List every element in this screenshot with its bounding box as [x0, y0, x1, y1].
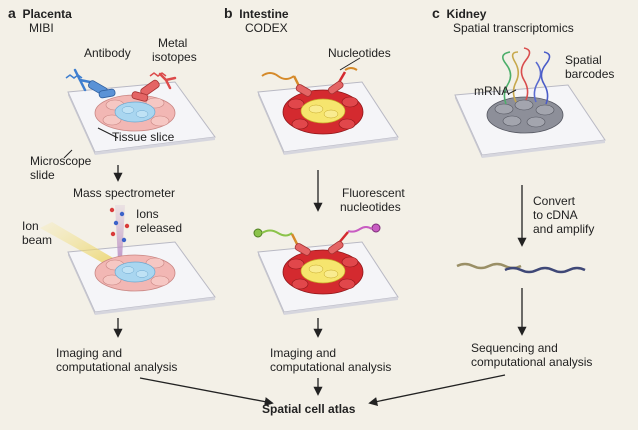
imaging-a-label-2: computational analysis: [56, 360, 178, 374]
panel-a-title: Placenta: [22, 7, 72, 21]
panel-b-subtitle: CODEX: [245, 21, 288, 35]
panel-a-subtitle: MIBI: [29, 21, 54, 35]
mass-spectrometer-label: Mass spectrometer: [73, 186, 176, 200]
intestine-tissue-2: [282, 249, 364, 295]
microscope-slide-leader: [63, 149, 73, 159]
kidney-tissue: [486, 96, 564, 134]
metal-isotopes-label-1: Metal: [158, 36, 188, 50]
arrow-to-atlas-a: [139, 377, 274, 407]
spatial-barcodes-label-1: Spatial: [565, 53, 602, 67]
sequencing-label-2: computational analysis: [471, 355, 593, 369]
cdna-strands: [456, 262, 586, 274]
placenta-tissue-1: [94, 94, 176, 132]
mass-spectrometer-cone: [109, 205, 130, 260]
convert-label-3: and amplify: [533, 222, 595, 236]
mrna-leader: [507, 89, 517, 95]
nucleotide-probes-1: [261, 67, 358, 97]
nucleotides-leader: [339, 57, 361, 71]
microscope-slide-label-2: slide: [30, 168, 55, 182]
panel-c-subtitle: Spatial transcriptomics: [453, 21, 574, 35]
panel-a-letter: a: [8, 5, 16, 21]
sequencing-label-1: Sequencing and: [471, 341, 558, 355]
ions-released-label-2: released: [136, 221, 183, 235]
antibody-label: Antibody: [84, 46, 131, 60]
fluorescent-probes: [253, 223, 381, 256]
imaging-b-label-2: computational analysis: [270, 360, 392, 374]
nucleotides-label: Nucleotides: [328, 46, 391, 60]
spatial-barcode-strands: [502, 47, 551, 105]
tissue-slice-label: Tissue slice: [112, 130, 175, 144]
convert-label-2: to cDNA: [533, 208, 578, 222]
fluorescent-nucleotides-label-1: Fluorescent: [342, 186, 405, 200]
imaging-a-label-1: Imaging and: [56, 346, 123, 360]
panel-a-header: a Placenta: [8, 6, 72, 21]
panel-b-letter: b: [224, 5, 233, 21]
tissue-slice-leader: [97, 127, 119, 139]
imaging-b-label-1: Imaging and: [270, 346, 337, 360]
panel-b-header: b Intestine: [224, 6, 289, 21]
placenta-tissue-2: [94, 254, 176, 292]
fluorescent-nucleotides-label-2: nucleotides: [340, 200, 401, 214]
convert-label-1: Convert: [533, 194, 576, 208]
spatial-cell-atlas-label: Spatial cell atlas: [262, 402, 356, 416]
ion-beam: [40, 222, 120, 268]
spatial-barcodes-label-2: barcodes: [565, 67, 615, 81]
intestine-tissue-1: [282, 89, 364, 135]
mrna-label: mRNA: [474, 84, 510, 98]
ion-beam-label-1: Ion: [22, 219, 39, 233]
microscope-slide-label-1: Microscope: [30, 154, 92, 168]
panel-c-header: c Kidney: [432, 6, 486, 21]
panel-b-title: Intestine: [239, 7, 289, 21]
panel-c-title: Kidney: [446, 7, 487, 21]
ion-beam-label-2: beam: [22, 233, 53, 247]
arrow-to-atlas-c: [368, 374, 506, 406]
antibodies-metal-1: [65, 68, 177, 102]
panel-c-letter: c: [432, 5, 440, 21]
metal-isotopes-label-2: isotopes: [152, 50, 197, 64]
ions-released-label-1: Ions: [136, 207, 159, 221]
